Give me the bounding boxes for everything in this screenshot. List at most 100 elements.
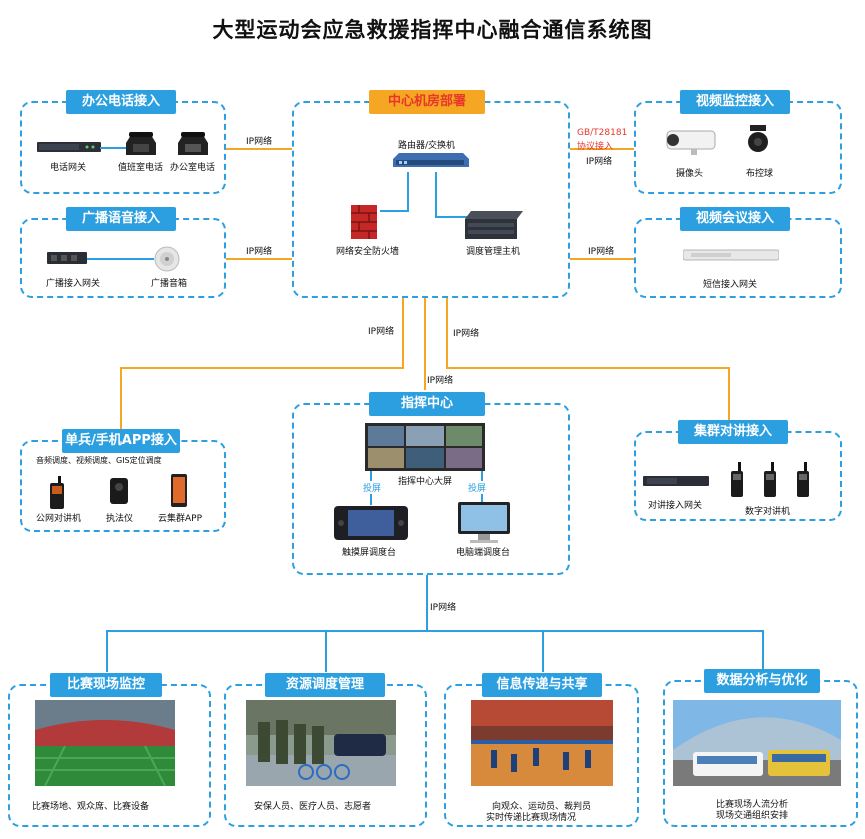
link-left-drop <box>120 367 122 429</box>
office-phone-icon <box>178 132 208 155</box>
touch-console-label: 触摸屏调度台 <box>342 548 397 558</box>
digital-radio-icon-3 <box>797 462 809 497</box>
cast-right-label: 投屏 <box>468 481 487 494</box>
poc-label: 公网对讲机 <box>36 514 82 524</box>
office-phone-label: 办公室电话 <box>170 163 216 173</box>
pc-console-icon <box>458 502 510 543</box>
tree-drop-2 <box>325 630 327 672</box>
center-room-box <box>292 101 570 298</box>
firewall-icon <box>351 205 377 239</box>
law-recorder-icon <box>110 478 128 504</box>
sms-gateway-icon <box>683 249 779 261</box>
phone-gateway-label: 电话网关 <box>50 163 87 173</box>
pc-console-label: 电脑端调度台 <box>456 548 511 558</box>
bottom-caption-1a: 比赛场地、观众席、比赛设备 <box>32 802 150 812</box>
ip-label-bottom: IP网络 <box>430 603 457 613</box>
speaker-label: 广播音箱 <box>151 279 188 289</box>
router-link-right <box>435 172 437 218</box>
phone-link <box>100 147 126 149</box>
bottom-header-3: 信息传递与共享 <box>482 673 602 697</box>
video-monitor-header: 视频监控接入 <box>680 90 790 114</box>
command-header: 指挥中心 <box>369 392 485 416</box>
cast-left-label: 投屏 <box>363 481 382 494</box>
router-link-right-h <box>435 216 467 218</box>
phone-gateway-icon <box>37 142 101 152</box>
bottom-header-2: 资源调度管理 <box>265 673 385 697</box>
link-down-1 <box>402 298 404 368</box>
bottom-caption-2a: 安保人员、医疗人员、志愿者 <box>254 802 372 812</box>
touch-console-icon <box>334 506 408 540</box>
link-office-center <box>226 148 292 150</box>
dome-label: 布控球 <box>746 169 774 179</box>
broadcast-header: 广播语音接入 <box>66 207 176 231</box>
cluster-header: 集群对讲接入 <box>678 420 788 444</box>
big-screen-icon <box>365 423 485 471</box>
tree-drop-1 <box>106 630 108 672</box>
security-photo <box>246 700 396 786</box>
app-label: 云集群APP <box>158 514 203 524</box>
protocol-label-2: 协议接入 <box>577 142 614 152</box>
router-label: 路由器/交换机 <box>398 141 456 151</box>
bottom-header-1: 比赛现场监控 <box>50 673 162 697</box>
server-icon <box>465 211 523 239</box>
tree-branch <box>106 630 764 632</box>
firewall-label: 网络安全防火墙 <box>336 247 400 257</box>
duty-phone-label: 值班室电话 <box>118 163 164 173</box>
dome-camera-icon <box>748 125 768 152</box>
camera-label: 摄像头 <box>676 169 704 179</box>
bottom-caption-4b: 现场交通组织安排 <box>716 811 789 821</box>
bottom-header-4: 数据分析与优化 <box>704 669 820 693</box>
mobile-header: 单兵/手机APP接入 <box>62 429 180 453</box>
router-link-left <box>407 172 409 212</box>
broadcast-link <box>87 258 154 260</box>
digital-radio-icon-2 <box>764 462 776 497</box>
router-icon <box>393 153 469 167</box>
broadcast-gateway-icon <box>47 252 87 264</box>
volleyball-photo <box>471 700 613 786</box>
intercom-gateway-icon <box>643 476 709 486</box>
link-down-2 <box>424 298 426 390</box>
recorder-label: 执法仪 <box>106 514 134 524</box>
ip-label-conf: IP网络 <box>588 247 615 257</box>
stadium-photo <box>35 700 175 786</box>
ip-label-down-right: IP网络 <box>453 329 480 339</box>
bottom-caption-4a: 比赛现场人流分析 <box>716 800 789 810</box>
digital-radio-icon-1 <box>731 462 743 497</box>
broadcast-gateway-label: 广播接入网关 <box>46 279 101 289</box>
center-room-header: 中心机房部署 <box>369 90 485 114</box>
tree-trunk <box>426 575 428 631</box>
link-center-video <box>570 148 634 150</box>
bottom-caption-3a: 向观众、运动员、裁判员 <box>492 802 592 812</box>
duty-phone-icon <box>126 132 156 155</box>
big-screen-label: 指挥中心大屏 <box>398 477 453 487</box>
ip-label-down-left: IP网络 <box>368 327 395 337</box>
video-conf-header: 视频会议接入 <box>680 207 790 231</box>
ip-label-down-center: IP网络 <box>427 376 454 386</box>
sms-gateway-label: 短信接入网关 <box>703 280 758 290</box>
app-phone-icon <box>171 474 187 507</box>
tree-drop-4 <box>762 630 764 672</box>
ip-label-broadcast: IP网络 <box>246 247 273 257</box>
ip-label-video: IP网络 <box>586 157 613 167</box>
mobile-features: 音频调度、视频调度、GIS定位调度 <box>36 456 162 465</box>
bottom-caption-3b: 实时传递比赛现场情况 <box>486 813 577 823</box>
ip-label-office: IP网络 <box>246 137 273 147</box>
speaker-icon <box>154 246 180 272</box>
link-down-3 <box>446 298 448 368</box>
digital-radio-label: 数字对讲机 <box>745 507 791 517</box>
link-right-drop <box>728 367 730 429</box>
router-link-left-h <box>380 210 409 212</box>
office-phone-header: 办公电话接入 <box>66 90 176 114</box>
tree-drop-3 <box>542 630 544 672</box>
intercom-gateway-label: 对讲接入网关 <box>648 501 703 511</box>
poc-radio-icon <box>50 476 64 509</box>
protocol-label-1: GB/T28181 <box>577 128 628 138</box>
traffic-photo <box>673 700 841 786</box>
link-center-conf <box>570 258 634 260</box>
link-right-branch <box>446 367 730 369</box>
link-left-branch <box>120 367 404 369</box>
camera-icon <box>666 130 716 155</box>
link-broadcast-center <box>226 258 292 260</box>
page-title: 大型运动会应急救援指挥中心融合通信系统图 <box>212 18 653 42</box>
server-label: 调度管理主机 <box>466 247 521 257</box>
